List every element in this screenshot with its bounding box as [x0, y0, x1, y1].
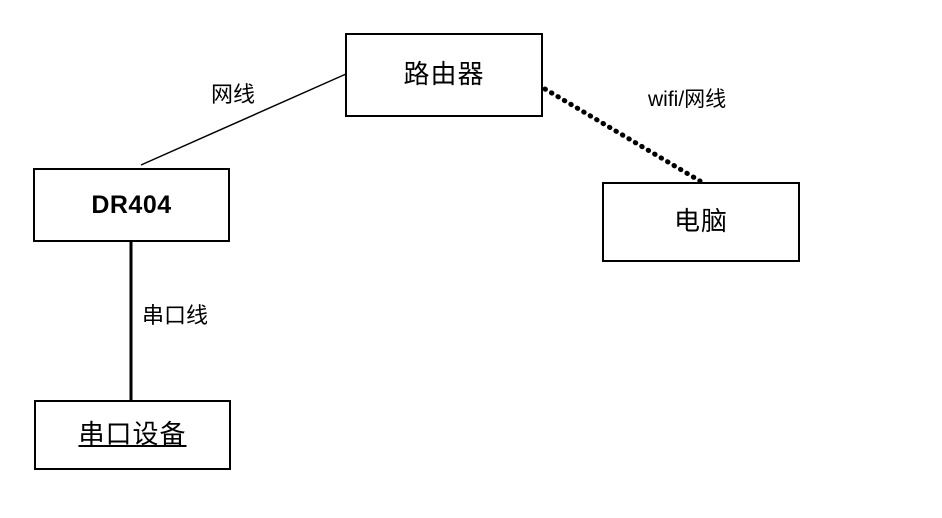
edge-router-to-computer — [542, 86, 703, 184]
node-dr404[interactable]: DR404 — [33, 168, 230, 242]
node-router[interactable]: 路由器 — [345, 33, 543, 117]
edge-label-wifi-or-ethernet: wifi/网线 — [648, 88, 727, 111]
edge-dr404-to-router — [140, 73, 347, 166]
node-dr404-label: DR404 — [91, 190, 172, 219]
node-serial-device[interactable]: 串口设备 — [34, 400, 231, 470]
node-serial-device-label: 串口设备 — [78, 420, 187, 449]
edge-label-ethernet-cable: 网线 — [211, 82, 256, 107]
node-computer-label: 电脑 — [673, 207, 728, 236]
edge-label-serial-cable: 串口线 — [142, 303, 209, 328]
node-router-label: 路由器 — [403, 60, 485, 89]
node-computer[interactable]: 电脑 — [602, 182, 800, 262]
